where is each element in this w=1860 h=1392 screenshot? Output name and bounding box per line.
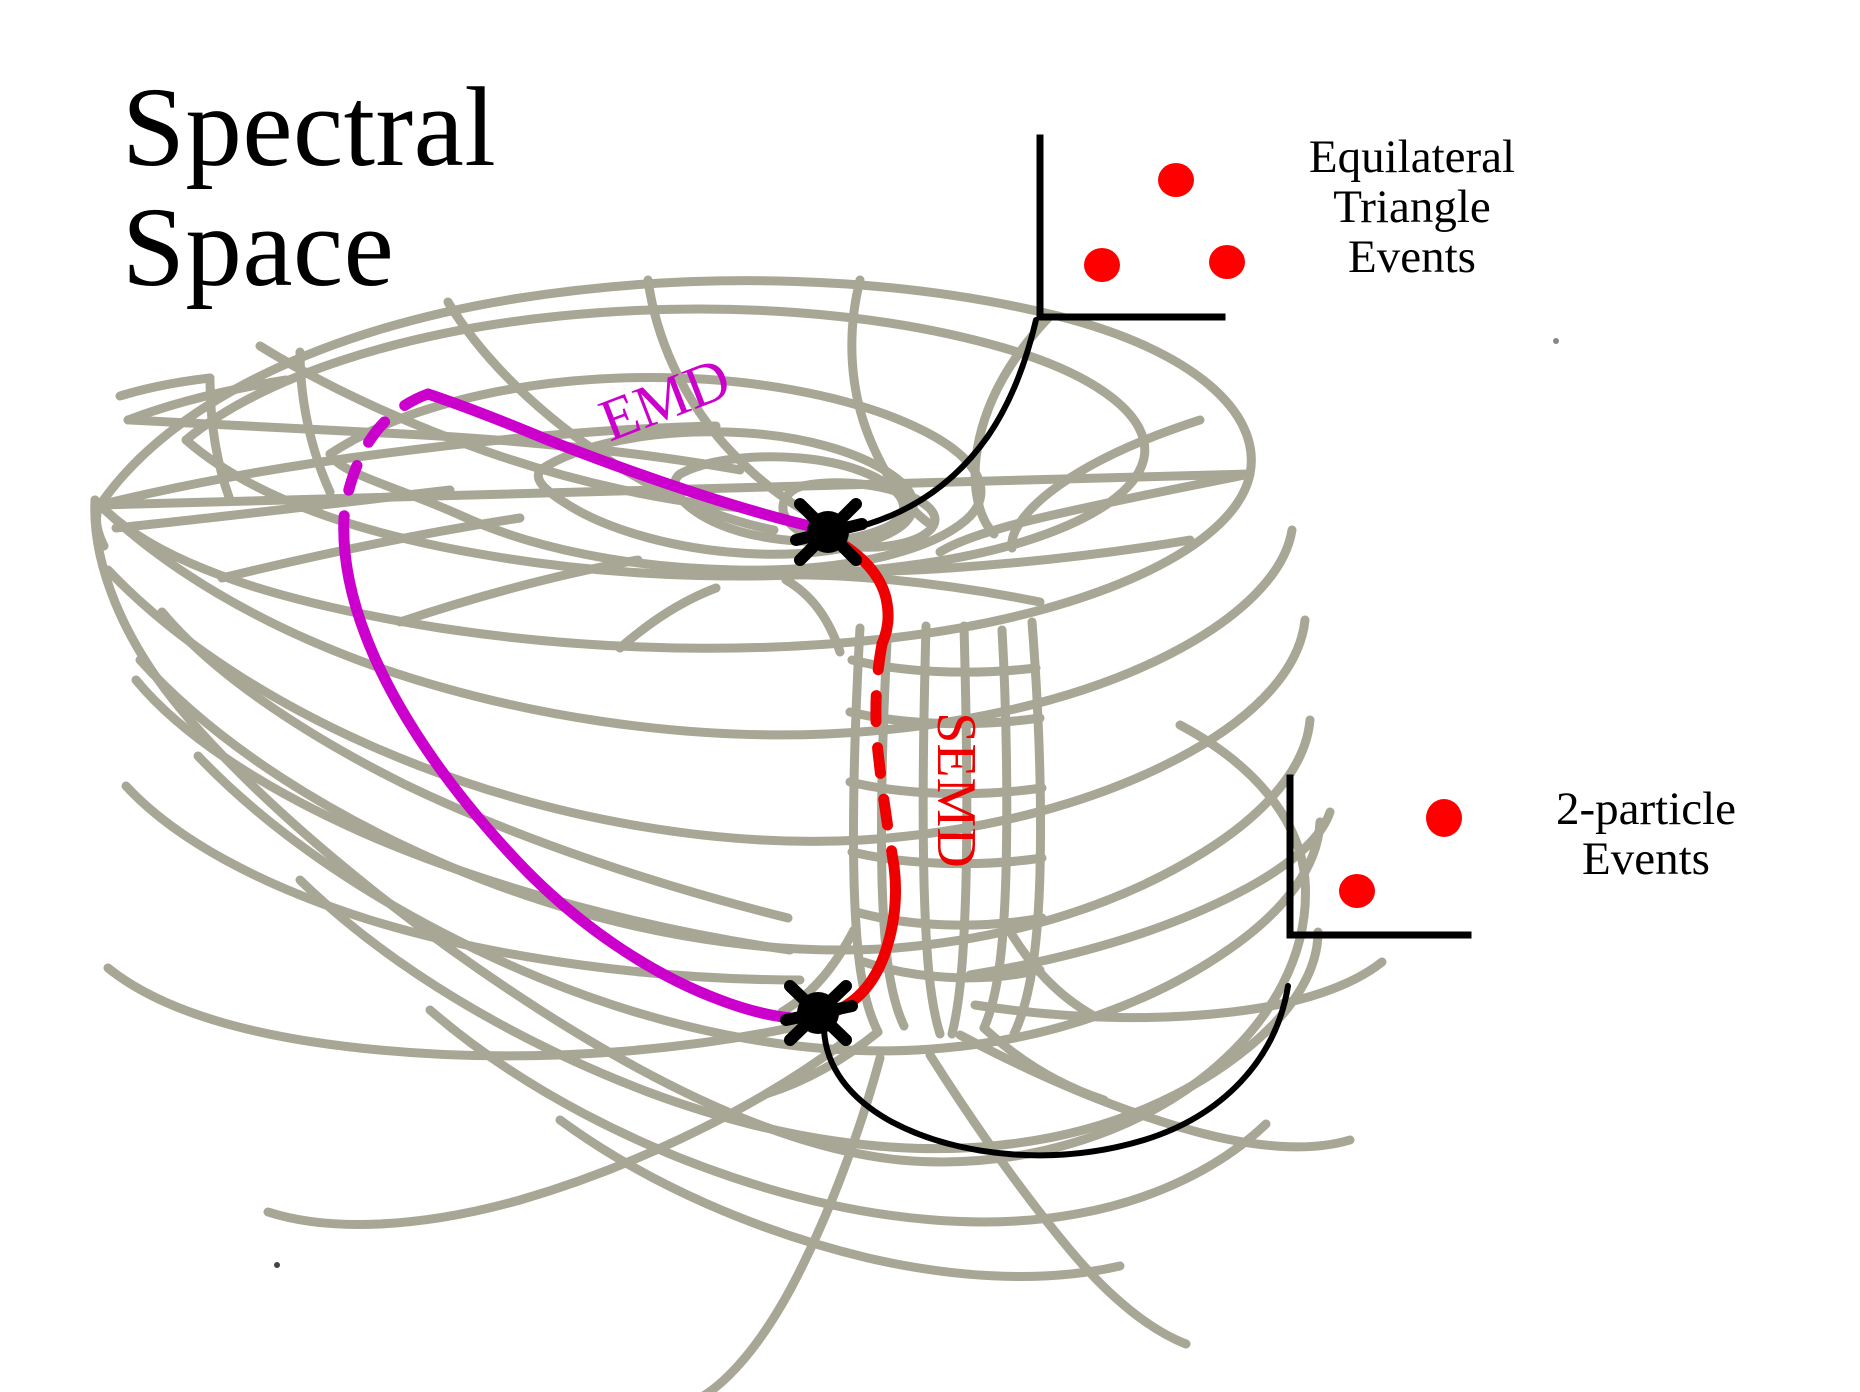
emd-path xyxy=(338,388,824,1024)
speck-right xyxy=(1553,338,1559,344)
event-dot xyxy=(1209,245,1245,279)
page-title: Spectral Space xyxy=(122,65,497,310)
inset-axes-upper xyxy=(1036,134,1226,321)
event-dot xyxy=(1084,248,1120,282)
event-dots-lower xyxy=(1339,799,1462,908)
manifold-mesh xyxy=(90,275,1387,1392)
lower-leader-line xyxy=(821,983,1291,1159)
semd-label: SEMD xyxy=(925,712,987,868)
upper-leader-line xyxy=(843,317,1039,533)
event-dot xyxy=(1158,163,1194,197)
event-dots-upper xyxy=(1084,163,1245,282)
equilateral-triangle-events-label: Equilateral Triangle Events xyxy=(1308,131,1516,283)
two-particle-events-label: 2-particle Events xyxy=(1555,783,1737,885)
event-dot xyxy=(1426,799,1462,837)
inset-two-particle-events xyxy=(1286,774,1472,939)
event-markers[interactable] xyxy=(780,498,868,1046)
lower-event-marker[interactable] xyxy=(780,980,858,1046)
leader-lines xyxy=(821,317,1291,1159)
inset-axes-lower xyxy=(1286,774,1472,939)
upper-event-marker[interactable] xyxy=(790,498,868,566)
speck-left xyxy=(274,1262,280,1268)
event-dot xyxy=(1339,874,1375,908)
inset-equilateral-triangle-events xyxy=(1036,134,1245,321)
